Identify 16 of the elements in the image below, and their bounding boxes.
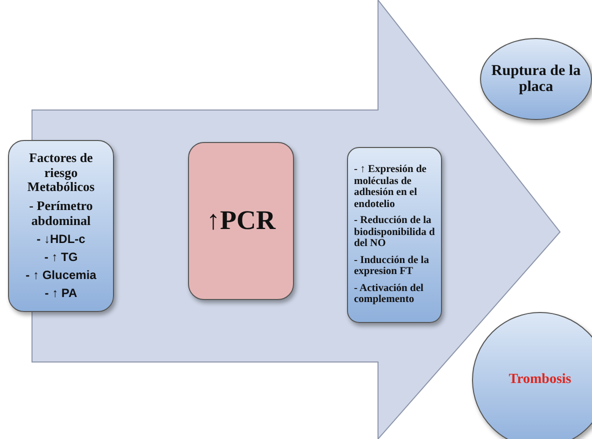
node-title: ↑PCR [206,206,276,236]
risk-factor-text: - ↑ TG [44,251,78,264]
heading-text: Factores de riesgo Metabólicos [26,151,96,194]
risk-factor-text: - Perímetro abdominal [28,199,94,228]
rounded-box [8,140,114,312]
risk-factor-text: - ↑ PA [44,287,78,301]
effect-text: - ↑ Expresión de moléculas de adhesión en el endotelio [354,164,428,210]
node-title: Ruptura de la placa [490,62,582,96]
risk-factor-text: - ↑ Glucemia [26,269,96,282]
risk-factor-text: - ↓HDL-c [36,232,86,246]
effect-text: - Inducción de la expresion FT [354,254,430,278]
rounded-box [347,147,442,323]
effect-text: - Activación del complemento [354,282,424,306]
node-title: Trombosis [508,372,572,388]
effect-text: - Reducción de la biodisponibilida d del NO [354,215,435,250]
rounded-box [188,142,294,300]
